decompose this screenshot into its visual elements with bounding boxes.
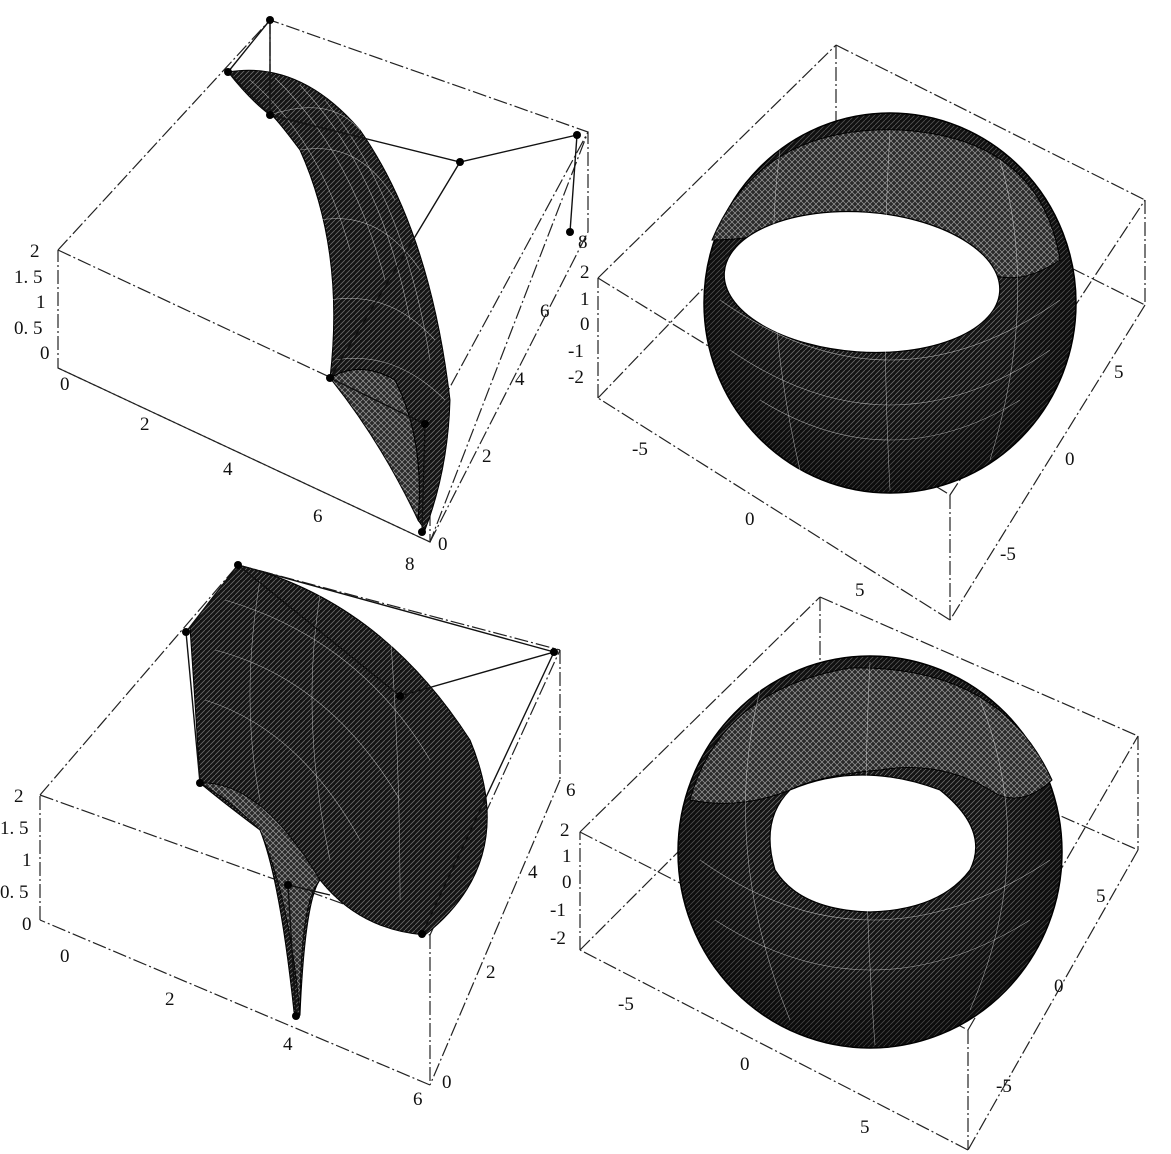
plot-top-left: 2 1. 5 1 0. 5 0 0 2 4 6 8 0 2 4 6 8 — [14, 16, 589, 575]
z-tick-label: 0 — [22, 914, 32, 935]
z-tick-label: 1. 5 — [0, 818, 29, 839]
control-point — [550, 648, 558, 656]
plot-top-right: 2 1 0 -1 -2 -5 0 5 -5 0 5 — [568, 44, 1146, 621]
z-tick-label: 2 — [580, 262, 590, 283]
z-tick-label: 1 — [580, 289, 590, 310]
control-point — [396, 692, 404, 700]
y-tick-label: 6 — [540, 301, 550, 322]
ticks-br: 2 1 0 -1 -2 -5 0 5 -5 0 5 — [550, 820, 1106, 1138]
plot-bottom-right: 2 1 0 -1 -2 -5 0 5 -5 0 5 — [550, 596, 1139, 1151]
z-tick-label: 2 — [30, 241, 40, 262]
control-point — [566, 228, 574, 236]
x-tick-label: 0 — [740, 1054, 750, 1075]
control-point — [421, 420, 429, 428]
torus-tr — [703, 112, 1077, 494]
x-tick-label: 5 — [855, 580, 865, 601]
surface-bl — [189, 564, 488, 1016]
z-tick-label: 1 — [562, 846, 572, 867]
z-tick-label: 0 — [562, 872, 572, 893]
z-tick-label: 1 — [36, 292, 46, 313]
y-tick-label: 6 — [566, 780, 576, 801]
x-tick-label: 2 — [165, 989, 175, 1010]
plot-bottom-left: 2 1. 5 1 0. 5 0 0 2 4 6 0 2 4 6 — [0, 561, 576, 1110]
z-tick-label: 2 — [560, 820, 570, 841]
control-net-tl — [224, 16, 581, 536]
x-tick-label: -5 — [632, 439, 648, 460]
control-net-bl — [182, 561, 558, 1020]
z-tick-label: 1. 5 — [14, 267, 43, 288]
x-tick-label: -5 — [618, 994, 634, 1015]
y-tick-label: 5 — [1096, 886, 1106, 907]
z-tick-label: -2 — [568, 367, 584, 388]
z-tick-label: 0. 5 — [14, 318, 43, 339]
x-tick-label: 0 — [745, 509, 755, 530]
ticks-tl: 2 1. 5 1 0. 5 0 0 2 4 6 8 0 2 4 6 8 — [14, 232, 588, 575]
control-point — [573, 131, 581, 139]
control-point — [456, 158, 464, 166]
control-point — [182, 628, 190, 636]
control-point — [266, 111, 274, 119]
z-tick-label: -1 — [550, 900, 566, 921]
y-tick-label: 5 — [1114, 362, 1124, 383]
ticks-tr: 2 1 0 -1 -2 -5 0 5 -5 0 5 — [568, 262, 1124, 601]
y-tick-label: 2 — [486, 962, 496, 983]
z-tick-label: 2 — [14, 786, 24, 807]
z-tick-label: -1 — [568, 341, 584, 362]
z-tick-label: 1 — [22, 850, 32, 871]
ticks-bl: 2 1. 5 1 0. 5 0 0 2 4 6 0 2 4 6 — [0, 780, 576, 1110]
x-tick-label: 4 — [283, 1034, 293, 1055]
x-tick-label: 6 — [313, 506, 323, 527]
y-tick-label: -5 — [1000, 544, 1016, 565]
torus-br — [677, 655, 1063, 1049]
y-tick-label: 0 — [1054, 976, 1064, 997]
control-point — [234, 561, 242, 569]
surface-tl — [227, 69, 451, 532]
z-tick-label: -2 — [550, 928, 566, 949]
x-tick-label: 5 — [860, 1117, 870, 1138]
x-tick-label: 0 — [60, 946, 70, 967]
y-tick-label: 0 — [442, 1072, 452, 1093]
control-point — [284, 881, 292, 889]
x-tick-label: 2 — [140, 414, 150, 435]
y-tick-label: 8 — [578, 232, 588, 253]
control-point — [292, 1012, 300, 1020]
control-point — [196, 779, 204, 787]
control-point — [418, 930, 426, 938]
x-tick-label: 4 — [223, 459, 233, 480]
z-tick-label: 0. 5 — [0, 882, 29, 903]
y-tick-label: -5 — [996, 1076, 1012, 1097]
control-point — [224, 68, 232, 76]
x-tick-label: 8 — [405, 554, 415, 575]
x-tick-label: 0 — [60, 374, 70, 395]
y-tick-label: 4 — [515, 369, 525, 390]
control-point — [326, 374, 334, 382]
y-tick-label: 2 — [482, 446, 492, 467]
control-point — [266, 16, 274, 24]
y-tick-label: 0 — [438, 534, 448, 555]
control-point — [418, 528, 426, 536]
x-tick-label: 6 — [413, 1089, 423, 1110]
z-tick-label: 0 — [580, 314, 590, 335]
y-tick-label: 4 — [528, 862, 538, 883]
y-tick-label: 0 — [1065, 449, 1075, 470]
z-tick-label: 0 — [40, 343, 50, 364]
